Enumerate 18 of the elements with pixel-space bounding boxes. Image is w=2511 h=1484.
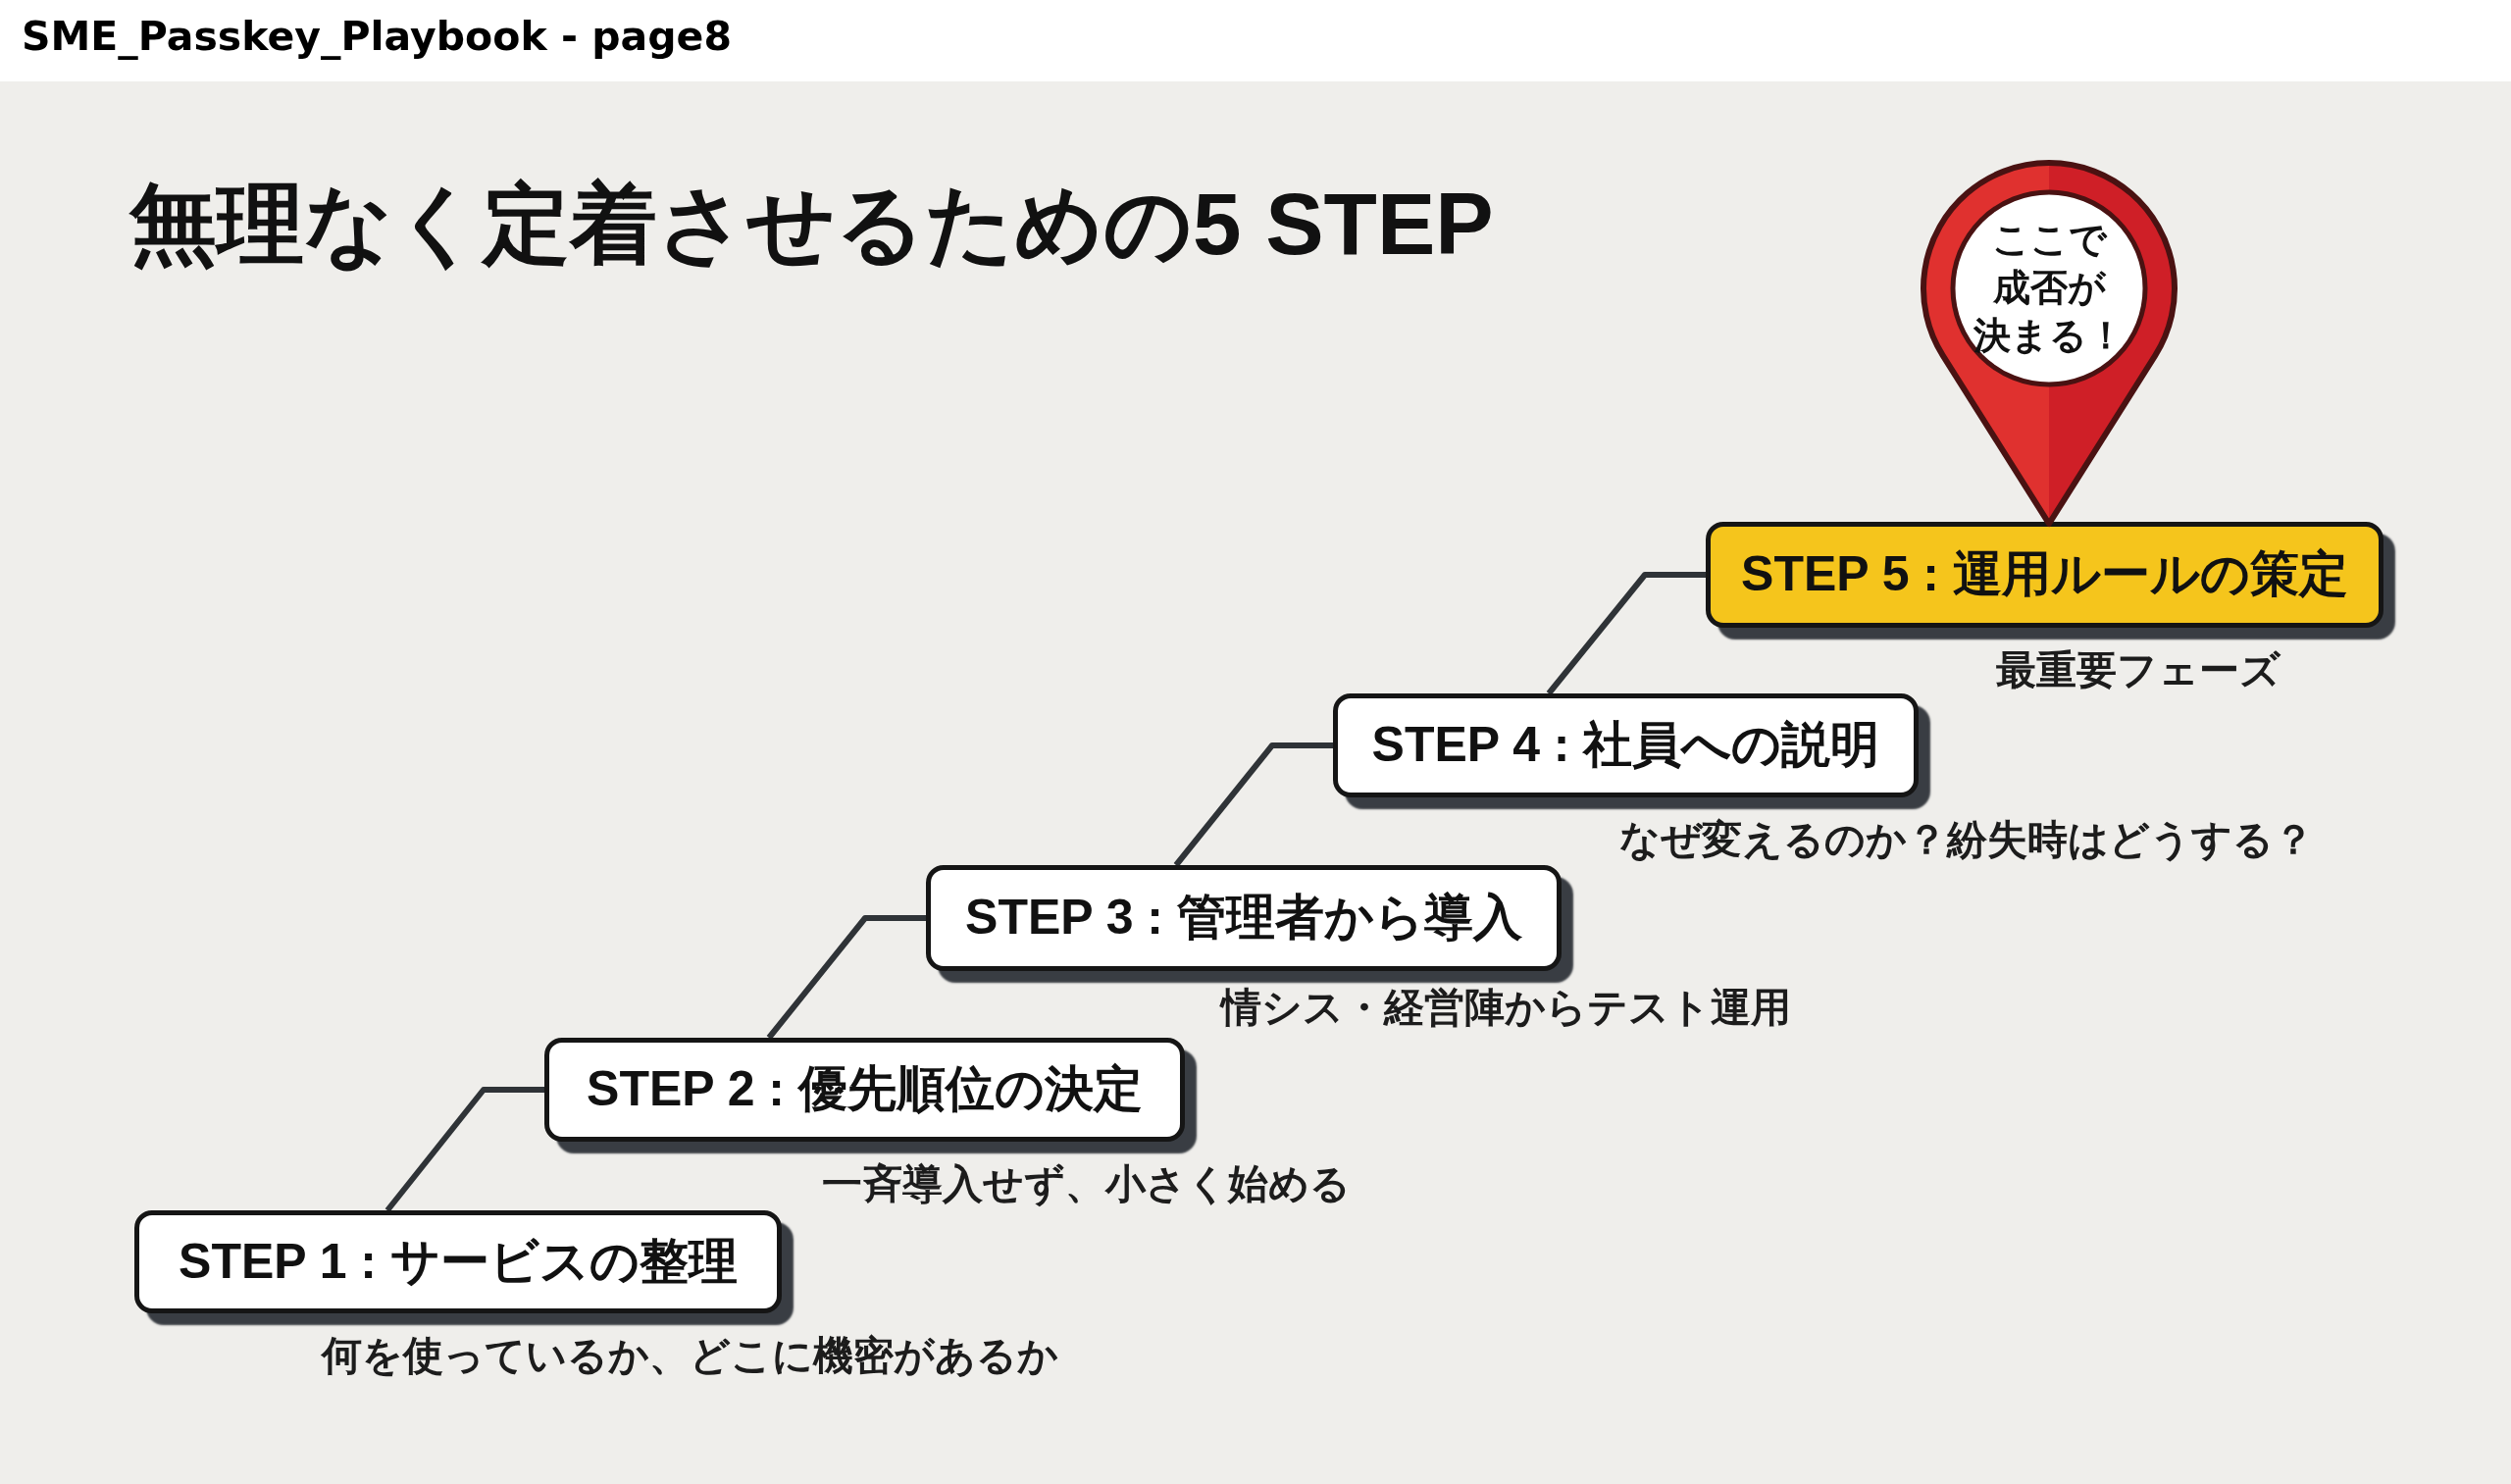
step-note: 情シス・経営陣からテスト運用 [1221,984,1791,1032]
step-label: STEP 3 : 管理者から導入 [965,890,1522,947]
title: 無理なく定着させるための5 STEP [129,177,1494,273]
location-pin [1918,157,2180,528]
connector-line [384,1087,544,1212]
step-note: 何を使っているか、どこに機密があるか [322,1332,1058,1380]
pin-label: ここで成否が決まる！ [1973,218,2125,359]
connector-line [766,915,926,1040]
page-name: SME_Passkey_Playbook - page8 [22,13,732,62]
step-label: STEP 2 : 優先順位の決定 [587,1061,1143,1118]
step-note: 最重要フェーズ [1996,646,2280,694]
step-label: STEP 4 : 社員への説明 [1371,717,1880,774]
step-note: 一斉導入せず、小さく始める [822,1160,1351,1208]
step-label: STEP 1 : サービスの整理 [179,1233,738,1291]
step-note: なぜ変えるのか？紛失時はどうする？ [1619,816,2314,864]
connector-line [1546,572,1706,695]
connector-line [1173,742,1333,867]
step-label: STEP 5 : 運用ルールの策定 [1741,546,2348,603]
